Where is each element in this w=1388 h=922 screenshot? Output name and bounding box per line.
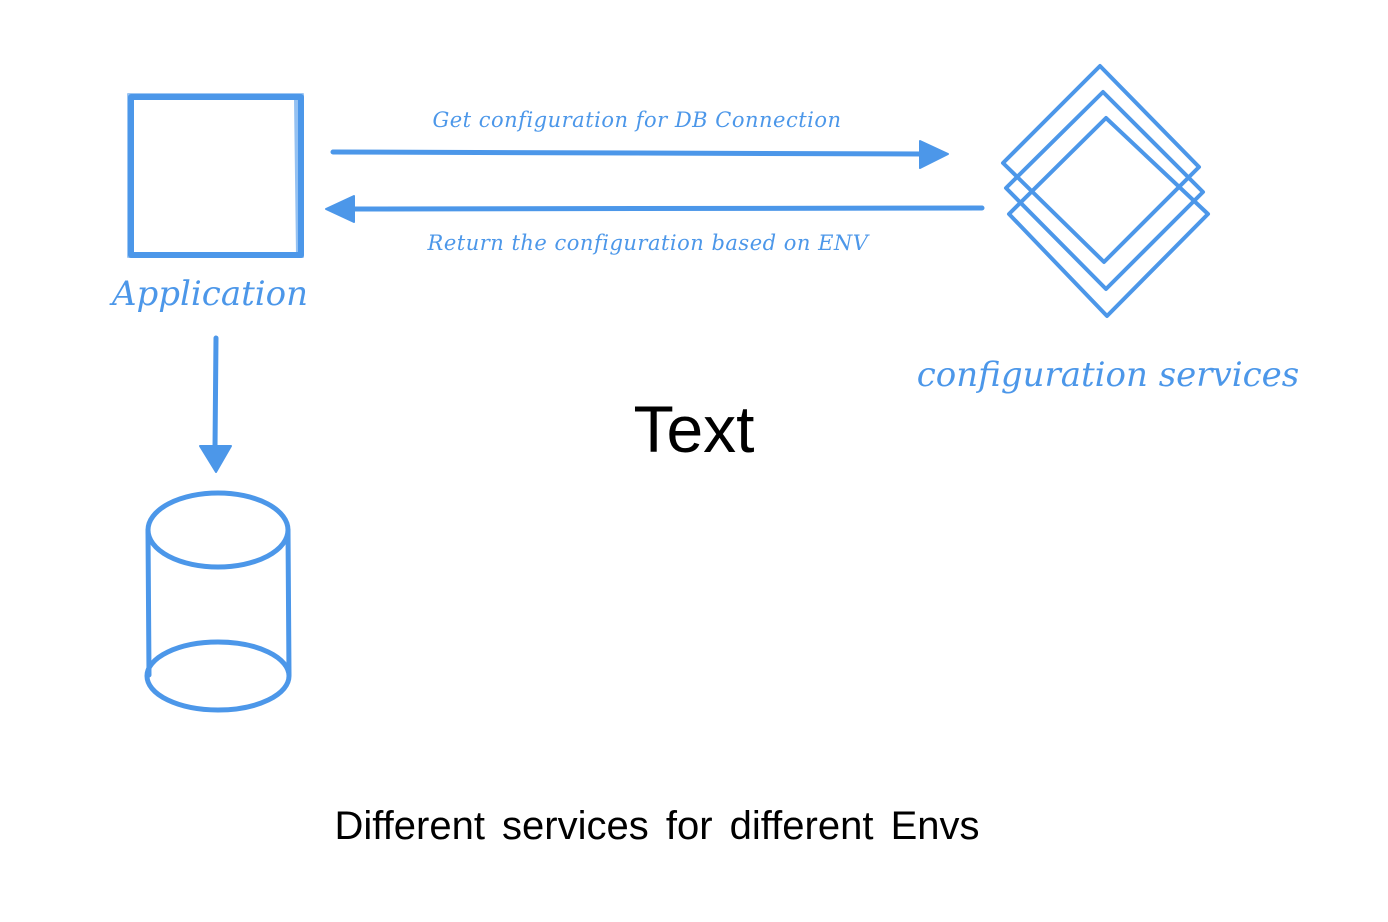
response-arrowhead	[325, 195, 355, 223]
application-box-sketch-edge	[294, 97, 300, 257]
database-left-side	[145, 527, 152, 678]
configuration-services-label: configuration services	[917, 355, 1300, 395]
configuration-services-node[interactable]	[1001, 64, 1210, 318]
config-diamond-middle	[1004, 90, 1205, 291]
application-label: Application	[109, 274, 308, 314]
response-arrow-line	[349, 205, 985, 212]
application-box-sketch-stroke	[127, 93, 304, 258]
placeholder-text: Text	[633, 392, 754, 466]
db-link-arrow-line	[212, 335, 219, 451]
db-link-arrowhead	[199, 445, 232, 473]
response-arrow	[325, 195, 985, 223]
application-box	[128, 94, 304, 258]
database-right-side	[285, 527, 292, 678]
request-arrow-line	[330, 149, 928, 157]
config-diamond-back	[1001, 64, 1201, 264]
database-bottom	[144, 639, 292, 713]
request-arrow	[330, 140, 949, 169]
request-arrowhead	[919, 140, 949, 169]
database-node[interactable]	[144, 490, 292, 713]
request-edge-label: Get configuration for DB Connection	[432, 108, 841, 132]
config-diamond-front	[1007, 116, 1210, 318]
response-edge-label: Return the configuration based on ENV	[427, 231, 870, 255]
diagram-caption: Different services for different Envs	[334, 804, 979, 848]
db-link-arrow	[199, 335, 232, 473]
application-node[interactable]	[127, 93, 304, 258]
database-top	[145, 490, 291, 570]
